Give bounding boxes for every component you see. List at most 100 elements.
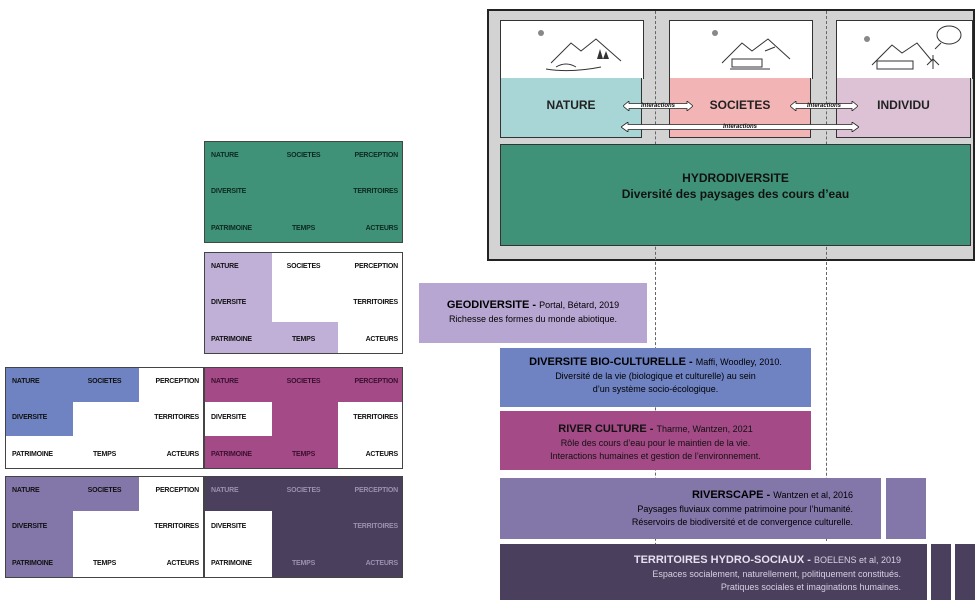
grid-label-perception: PERCEPTION (155, 378, 199, 385)
grid-bio-culturelle: NATURE SOCIETES PERCEPTION DIVERSITE TERRITO… (5, 367, 204, 469)
grid-label-nature: NATURE (211, 263, 239, 270)
grid-label-acteurs: ACTEURS (365, 225, 399, 232)
bio-culturelle-band: DIVERSITE BIO-CULTURELLE - Maffi, Woodle… (500, 348, 811, 407)
riverscape-title: RIVERSCAPE - (691, 489, 774, 501)
riverscape-band: RIVERSCAPE - Wantzen et al, 2016 Paysage… (500, 478, 881, 539)
territoires-hydro-title: TERRITOIRES HYDRO-SOCIAUX - (633, 554, 814, 566)
nature-label: NATURE (546, 98, 596, 112)
grid-label-acteurs: ACTEURS (166, 451, 200, 458)
grid-label-patrimoine: PATRIMOINE (12, 451, 53, 458)
divider-line-left (655, 11, 656, 596)
grid-label-patrimoine: PATRIMOINE (211, 336, 252, 343)
grid-label-territoires: TERRITOIRES (353, 523, 398, 530)
grid-label-territoires: TERRITOIRES (154, 523, 199, 530)
bio-culturelle-title: DIVERSITE BIO-CULTURELLE - (529, 356, 696, 368)
territoires-block-extra-1 (931, 544, 951, 600)
grid-white-1 (205, 402, 272, 436)
grid-label-societes: SOCIETES (286, 487, 321, 494)
territoires-hydro-desc-2: Pratiques sociales et imaginations humai… (720, 582, 901, 592)
river-culture-band: RIVER CULTURE - Tharme, Wantzen, 2021 Rô… (500, 411, 811, 470)
grid-label-territoires: TERRITOIRES (154, 414, 199, 421)
grid-white-2 (338, 402, 402, 436)
river-culture-authors: Tharme, Wantzen, 2021 (656, 424, 753, 434)
riverscape-desc-2: Réservoirs de biodiversité et de converg… (631, 517, 853, 527)
grid-label-societes: SOCIETES (286, 152, 321, 159)
grid-label-societes: SOCIETES (87, 378, 122, 385)
bio-culturelle-authors: Maffi, Woodley, 2010. (695, 357, 782, 367)
grid-geodiversite: NATURE SOCIETES PERCEPTION DIVERSITE TERRITO… (204, 252, 403, 354)
territoires-hydro-desc-1: Espaces socialement, naturellement, poli… (652, 569, 901, 579)
grid-fill-left (6, 477, 73, 577)
interaction-arrow-nature-societes: Interactions (623, 101, 693, 111)
bio-culturelle-desc-2: d’un système socio-écologique. (592, 384, 719, 394)
grid-fill-left (205, 253, 272, 353)
grid-label-temps: TEMPS (291, 560, 316, 567)
divider-line-right (826, 11, 827, 541)
nature-sketch (500, 20, 644, 79)
grid-label-temps: TEMPS (291, 225, 316, 232)
hydrodiversite-subtitle: Diversité des paysages des cours d’eau (621, 187, 850, 201)
individu-box-fill (837, 78, 970, 137)
individu-sketch (836, 20, 973, 79)
grid-fill-top (6, 368, 139, 402)
geodiversite-title: GEODIVERSITE - (446, 299, 540, 311)
grid-label-patrimoine: PATRIMOINE (211, 451, 252, 458)
grid-fill-bottom (272, 322, 338, 353)
grid-label-nature: NATURE (211, 378, 239, 385)
grid-label-diversite: DIVERSITE (211, 414, 247, 421)
grid-label-perception: PERCEPTION (354, 487, 398, 494)
grid-fill (205, 142, 402, 242)
river-culture-desc-2: Interactions humaines et gestion de l’en… (550, 451, 761, 461)
territoires-hydro-authors: BOELENS et al, 2019 (813, 555, 901, 565)
grid-label-diversite: DIVERSITE (211, 299, 247, 306)
hydrodiversite-box: HYDRODIVERSITE Diversité des paysages de… (500, 144, 971, 246)
riverscape-authors: Wantzen et al, 2016 (773, 490, 853, 500)
grid-label-temps: TEMPS (92, 451, 117, 458)
grid-label-perception: PERCEPTION (354, 152, 398, 159)
interaction-label-2: Interactions (806, 103, 841, 109)
societes-label: SOCIETES (709, 98, 771, 112)
grid-label-patrimoine: PATRIMOINE (12, 560, 53, 567)
individu-box: INDIVIDU (836, 78, 971, 138)
interaction-arrow-nature-individu: Interactions (621, 122, 859, 132)
interaction-arrow-societes-individu: Interactions (790, 101, 858, 111)
interaction-label-3: Interactions (722, 124, 757, 130)
grid-label-perception: PERCEPTION (354, 263, 398, 270)
grid-label-societes: SOCIETES (286, 378, 321, 385)
grid-label-nature: NATURE (12, 378, 40, 385)
geodiversite-band: GEODIVERSITE - Portal, Bétard, 2019 Rich… (419, 283, 647, 343)
nature-box: NATURE (500, 78, 642, 138)
grid-label-diversite: DIVERSITE (12, 414, 48, 421)
grid-label-societes: SOCIETES (286, 263, 321, 270)
grid-label-territoires: TERRITOIRES (353, 299, 398, 306)
riverscape-block-extra (886, 478, 926, 539)
territoires-hydro-band: TERRITOIRES HYDRO-SOCIAUX - BOELENS et a… (500, 544, 927, 600)
grid-label-acteurs: ACTEURS (365, 336, 399, 343)
river-culture-title: RIVER CULTURE - (558, 423, 657, 435)
grid-label-diversite: DIVERSITE (12, 523, 48, 530)
grid-label-nature: NATURE (12, 487, 40, 494)
societes-sketch (669, 20, 813, 79)
grid-label-perception: PERCEPTION (354, 378, 398, 385)
geodiversite-authors: Portal, Bétard, 2019 (539, 300, 620, 310)
grid-label-temps: TEMPS (92, 560, 117, 567)
grid-label-patrimoine: PATRIMOINE (211, 225, 252, 232)
grid-label-perception: PERCEPTION (155, 487, 199, 494)
grid-label-patrimoine: PATRIMOINE (211, 560, 252, 567)
geodiversite-desc: Richesse des formes du monde abiotique. (448, 314, 618, 324)
grid-label-acteurs: ACTEURS (365, 560, 399, 567)
grid-label-acteurs: ACTEURS (365, 451, 399, 458)
individu-label: INDIVIDU (877, 98, 930, 112)
grid-fill-left (6, 402, 73, 436)
grid-label-diversite: DIVERSITE (211, 188, 247, 195)
grid-label-temps: TEMPS (291, 336, 316, 343)
grid-label-temps: TEMPS (291, 451, 316, 458)
grid-white-1 (205, 511, 272, 577)
river-culture-desc-1: Rôle des cours d’eau pour le maintien de… (560, 438, 751, 448)
grid-label-nature: NATURE (211, 152, 239, 159)
riverscape-desc-1: Paysages fluviaux comme patrimoine pour … (637, 504, 853, 514)
grid-label-nature: NATURE (211, 487, 239, 494)
